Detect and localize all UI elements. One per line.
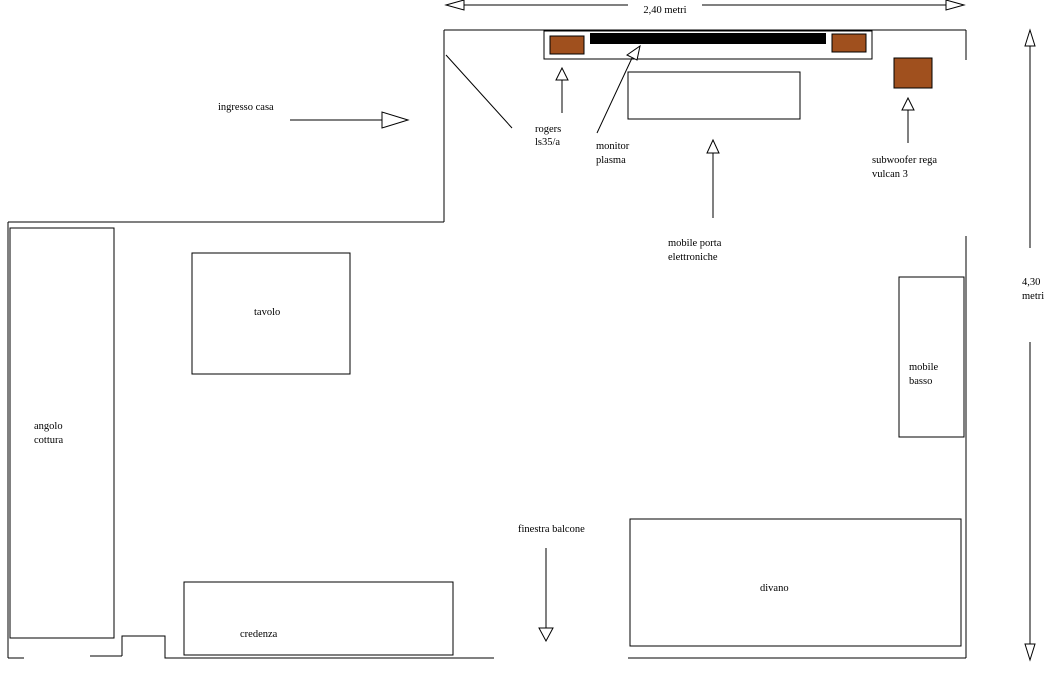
window-arrow-icon [538, 627, 554, 643]
entrance-arrow [290, 111, 410, 129]
rogers-label-line2: ls35/a [535, 137, 560, 148]
monitor-arrow-icon [626, 44, 641, 61]
tv-stand [543, 30, 873, 60]
subwoofer-label-line2: vulcan 3 [872, 169, 908, 180]
subwoofer-arrow [901, 96, 915, 143]
height-label-line1: 4,30 [1022, 277, 1040, 288]
monitor-label-line2: plasma [596, 155, 626, 166]
electronics-cabinet [627, 71, 801, 120]
electronics-label-line2: elettroniche [668, 252, 718, 263]
subwoofer-label-line1: subwoofer rega [872, 155, 937, 166]
walls [7, 29, 967, 659]
table-label: tavolo [254, 307, 280, 318]
rogers-arrow-icon [555, 66, 569, 81]
height-arrow-up-icon [1024, 28, 1036, 47]
kitchen-corner [9, 227, 115, 639]
monitor-arrow [596, 44, 641, 134]
width-dimension: 2,40 metri [444, 0, 966, 16]
electronics-label-line1: mobile porta [668, 238, 722, 249]
sofa-label: divano [760, 583, 789, 594]
height-label-line2: metri [1022, 291, 1044, 302]
low-cabinet-label-line1: mobile [909, 362, 939, 373]
rogers-speaker-right [831, 33, 867, 53]
kitchen-label-line1: angolo [34, 421, 63, 432]
subwoofer-arrow-icon [901, 96, 915, 111]
height-dimension: 4,30 metri [1022, 28, 1044, 662]
width-label: 2,40 metri [643, 5, 686, 16]
plasma-monitor [590, 33, 826, 44]
rogers-arrow [555, 66, 569, 113]
electronics-arrow-icon [706, 138, 720, 154]
kitchen-label-line2: cottura [34, 435, 63, 446]
table [191, 252, 351, 375]
electronics-arrow [706, 138, 720, 218]
sofa [629, 518, 962, 647]
sideboard-label: credenza [240, 629, 278, 640]
sideboard [183, 581, 454, 656]
subwoofer [893, 57, 933, 89]
rogers-speaker-left [549, 35, 585, 55]
low-cabinet [898, 276, 965, 438]
rogers-label-line1: rogers [535, 124, 561, 135]
low-cabinet-label-line2: basso [909, 376, 932, 387]
width-arrow-right-icon [945, 0, 966, 11]
height-arrow-down-icon [1024, 643, 1036, 662]
window-arrow [538, 548, 554, 643]
entrance-arrow-icon [381, 111, 410, 129]
entrance-label: ingresso casa [218, 102, 274, 113]
window-label: finestra balcone [518, 524, 585, 535]
width-arrow-left-icon [444, 0, 465, 11]
monitor-label-line1: monitor [596, 141, 630, 152]
